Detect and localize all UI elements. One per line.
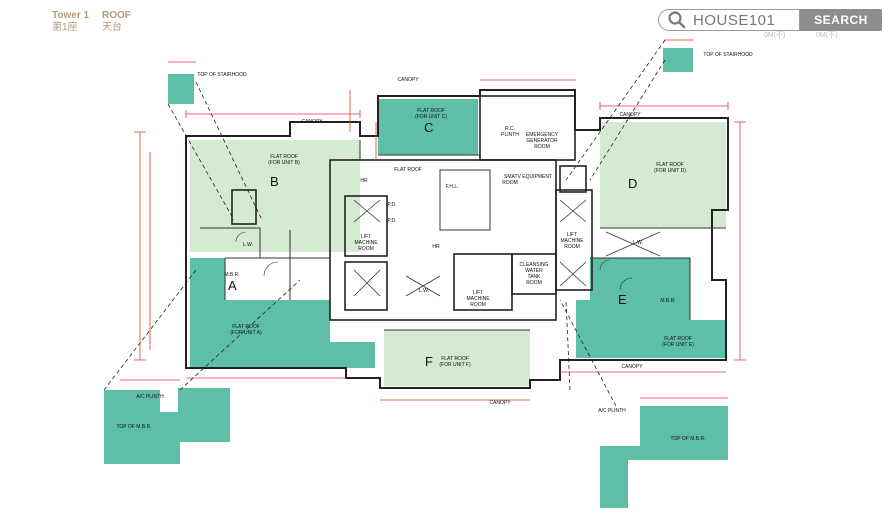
flat-roof-c-label: FLAT ROOF(FOR UNIT C) <box>415 108 447 120</box>
stair-right <box>559 165 587 193</box>
search-icon <box>668 11 686 29</box>
mbr-top-left-label: TOP OF M.B.R. <box>116 424 151 430</box>
mbr-top-left-fill <box>104 388 230 464</box>
building-outline <box>185 89 729 389</box>
flat-roof-c-area[interactable] <box>378 99 478 155</box>
flat-roof-d-label: FLAT ROOF(FOR UNIT D) <box>654 162 686 174</box>
pd-label-2: P.D. <box>387 218 396 224</box>
lift-shaft-1 <box>353 199 381 223</box>
lw-label-2: L.W. <box>419 288 429 294</box>
canopy-label-1: CANOPY <box>301 119 323 125</box>
hr-label-2: HR <box>432 244 440 250</box>
flat-roof-d-area[interactable] <box>600 122 726 228</box>
ghost-text-left: 0M(不) <box>764 32 786 39</box>
lw-label-3: L.W. <box>633 240 643 246</box>
lift-machine-room-right <box>555 189 593 291</box>
dimension-lines <box>120 39 746 401</box>
ac-plinth-right-label: A/C PLINTH <box>598 408 626 414</box>
unit-f-label: F <box>425 354 433 369</box>
tank-x <box>405 275 441 297</box>
mbr-top-right-fill <box>600 406 728 508</box>
unit-d-label: D <box>628 176 637 191</box>
stairhood-left-fill <box>168 74 194 104</box>
flat-roof-b-label: FLAT ROOF(FOR UNIT B) <box>268 154 300 166</box>
search-button[interactable]: SEARCH <box>800 9 882 31</box>
lw-label-1: L.W. <box>243 242 253 248</box>
lift-shaft-3 <box>559 261 587 287</box>
lift-shaft-4 <box>559 199 587 223</box>
ac-plinth-left-label: A/C PLINTH <box>136 394 164 400</box>
flat-roof-a-label: FLAT ROOF(FOR UNIT A) <box>230 324 262 336</box>
stair-left <box>231 189 257 225</box>
search-value: HOUSE101 <box>693 11 776 29</box>
pd-label-1: P.D. <box>387 202 396 208</box>
mbr-e-label: M.B.R. <box>660 298 675 304</box>
ghost-text-right: 0M(不) <box>816 32 838 39</box>
stairhood-right-fill <box>663 48 693 72</box>
lift-machine-room-1 <box>344 195 388 257</box>
mbr-top-right-label: TOP OF M.B.R. <box>670 436 705 442</box>
flat-roof-label: FLAT ROOF <box>394 167 422 173</box>
flat-roof-a-area[interactable] <box>190 258 375 368</box>
floor-label-en: ROOF <box>102 10 131 21</box>
floor-label: ROOF 天台 <box>102 10 131 34</box>
flat-roof-e-label: FLAT ROOF(FOR UNIT E) <box>662 336 694 348</box>
canopy-label-5: CANOPY <box>621 364 643 370</box>
emergency-generator-room <box>479 95 576 161</box>
unit-b-label: B <box>270 174 279 189</box>
mbr-a-label: M.B.R. <box>224 272 239 278</box>
leader-lines <box>103 39 666 407</box>
canopy-label-3: CANOPY <box>619 112 641 118</box>
hr-label-1: HR <box>360 178 368 184</box>
search-input[interactable]: HOUSE101 <box>658 9 800 31</box>
flat-roof-e-area[interactable] <box>576 258 726 358</box>
canopy-label-4: CANOPY <box>489 400 511 406</box>
stairhood-left-label: TOP OF STAIRHOOD <box>197 72 247 78</box>
lift-shaft-2 <box>353 269 381 297</box>
flat-roof-f-area[interactable] <box>384 330 530 386</box>
tower-label-en: Tower 1 <box>52 10 90 21</box>
flat-roof-b-area[interactable] <box>190 140 360 252</box>
canopy-label-2: CANOPY <box>397 77 419 83</box>
pipe-x-d <box>605 231 661 257</box>
interior-walls <box>200 140 726 331</box>
stairhood-right-label: TOP OF STAIRHOOD <box>703 52 753 58</box>
unit-e-label: E <box>618 292 627 307</box>
lift-machine-room-2 <box>344 261 388 311</box>
flat-roof-f-label: FLAT ROOF(FOR UNIT F) <box>439 356 471 368</box>
plinth-label: R.C.PLINTH <box>501 126 519 138</box>
unit-a-label: A <box>228 278 237 293</box>
unit-c-label: C <box>424 120 433 135</box>
tower-label-zh: 第1座 <box>52 22 78 33</box>
fhl-label: F.H.L. <box>445 184 458 190</box>
floor-label-zh: 天台 <box>102 22 122 33</box>
tower-label: Tower 1 第1座 <box>52 10 89 34</box>
door-swings <box>235 231 633 291</box>
